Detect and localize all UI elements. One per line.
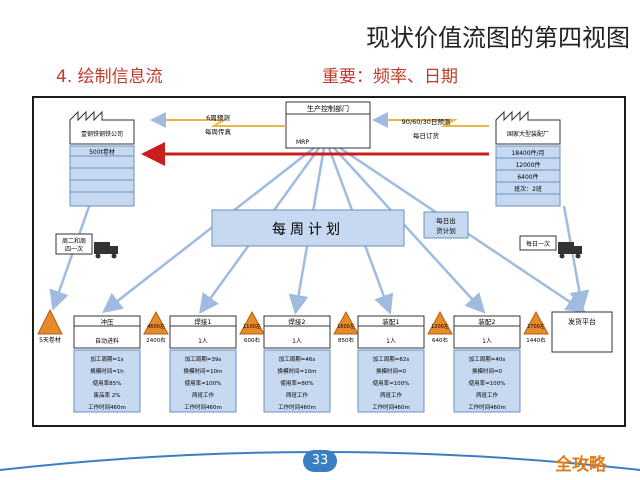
- process-box: 焊接2 1人 加工周期=46s 换模时间=10m 使用率=80% 两班工作 工作…: [263, 315, 331, 413]
- customer-name: 国家大型装配厂: [507, 130, 549, 138]
- process-box: 冲压 自动进料 加工周期=1s 换模时间=1h 使用率85% 废品率 2% 工作…: [73, 315, 141, 413]
- raw-inventory: 5天卷材: [37, 308, 63, 344]
- process-data: 使用率=80%: [280, 379, 313, 387]
- outbound-truck-label: 每日一次: [526, 240, 550, 248]
- process-data: 换模时间=0: [472, 367, 503, 375]
- process-data: 使用率=100%: [469, 379, 506, 387]
- supplier-forecast-line1: 6周预测: [206, 113, 230, 122]
- process-data: 换模时间=10m: [278, 367, 317, 375]
- customer-forecast: 90/60/30日预测 每日订货: [372, 112, 489, 140]
- process-operator: 1人: [292, 338, 302, 345]
- process-data: 使用率85%: [93, 379, 122, 387]
- process-operator: 1人: [198, 338, 208, 345]
- slide-title: 现状价值流图的第四视图: [366, 24, 630, 52]
- process-operator: 自动进料: [95, 337, 119, 345]
- supplier-forecast-line2: 每周传真: [205, 127, 232, 136]
- page-number: 33: [303, 450, 337, 472]
- process-box: 装配1 1人 加工周期=62s 换模时间=0 使用率=100% 两班工作 工作时…: [357, 315, 425, 413]
- customer-factory: 国家大型装配厂 18400件/月 12000件 6400件 班次：2班: [495, 110, 561, 207]
- inventory-bottom: 2400右: [146, 336, 166, 344]
- process-data: 两班工作: [380, 391, 403, 399]
- value-stream-map-canvas: 壹钢铁钢铁公司 500t卷材 生产控制部门 MRP 6周预测 每周传真 90/6…: [37, 101, 613, 413]
- customer-row: 班次：2班: [514, 185, 542, 193]
- process-data: 加工周期=62s: [373, 355, 410, 363]
- process-data: 两班工作: [476, 391, 499, 399]
- process-data: 使用率=100%: [373, 379, 410, 387]
- inventory-bottom: 1440右: [526, 336, 546, 344]
- inbound-truck-line1: 周二和周: [62, 237, 86, 245]
- raw-inventory-label: 5天卷材: [39, 336, 61, 344]
- process-name: 焊接2: [288, 317, 305, 326]
- customer-forecast-line1: 90/60/30日预测: [402, 117, 451, 126]
- inventory-top: 4600左: [147, 323, 165, 330]
- inventory-top: 1600左: [337, 323, 355, 330]
- supplier-stock: 500t卷材: [89, 148, 115, 156]
- process-data: 加工周期=1s: [91, 355, 124, 363]
- process-operator: 1人: [482, 338, 492, 345]
- production-control-box: 生产控制部门 MRP: [285, 101, 371, 149]
- daily-ship-schedule: 每日出 货计划: [423, 211, 469, 239]
- process-data: 工作时间460m: [372, 403, 410, 411]
- process-data: 换模时间=10m: [184, 367, 223, 375]
- process-name: 装配2: [478, 317, 495, 326]
- section-title: 4. 绘制信息流: [56, 67, 163, 87]
- process-data: 使用率=100%: [185, 379, 222, 387]
- process-data: 工作时间460m: [88, 403, 126, 411]
- production-control-label: 生产控制部门: [307, 104, 349, 113]
- daily-ship-line1: 每日出: [436, 216, 456, 225]
- process-data: 两班工作: [192, 391, 215, 399]
- inventory-triangles: 4600左 2400右 1100左 600右 1600左 850右 1200左 …: [143, 310, 549, 344]
- supplier-name: 壹钢铁钢铁公司: [81, 130, 123, 138]
- process-operator: 1人: [386, 338, 396, 345]
- weekly-schedule-label: 每周计划: [272, 222, 344, 238]
- inventory-bottom: 640右: [432, 336, 448, 344]
- inventory-top: 2700左: [527, 323, 545, 330]
- process-boxes: 冲压 自动进料 加工周期=1s 换模时间=1h 使用率85% 废品率 2% 工作…: [73, 315, 521, 413]
- supplier-forecast: 6周预测 每周传真: [150, 112, 286, 136]
- process-data: 换模时间=1h: [90, 367, 124, 375]
- process-name: 冲压: [101, 317, 115, 326]
- inventory-bottom: 850右: [338, 336, 354, 344]
- shipping-label: 发货平台: [568, 317, 596, 326]
- inventory-triangle: 4600左 2400右: [143, 310, 169, 344]
- process-data: 两班工作: [286, 391, 309, 399]
- process-data: 换模时间=0: [376, 367, 407, 375]
- process-name: 焊接1: [194, 317, 211, 326]
- inventory-triangle: 1200左 640右: [427, 310, 453, 344]
- process-box: 装配2 1人 加工周期=40s 换模时间=0 使用率=100% 两班工作 工作时…: [453, 315, 521, 413]
- customer-row: 12000件: [515, 161, 540, 169]
- inventory-bottom: 600右: [244, 336, 260, 344]
- inbound-truck-line2: 四一次: [65, 245, 83, 253]
- inventory-triangle: 1100左 600右: [239, 310, 265, 344]
- process-data: 加工周期=46s: [279, 355, 316, 363]
- process-data: 加工周期=40s: [469, 355, 506, 363]
- mrp-label: MRP: [296, 139, 309, 146]
- supplier-factory: 壹钢铁钢铁公司 500t卷材: [69, 110, 135, 207]
- customer-forecast-line2: 每日订货: [413, 131, 440, 140]
- inventory-top: 1200左: [431, 323, 449, 330]
- weekly-schedule-box: 每周计划: [211, 209, 405, 247]
- customer-row: 6400件: [517, 173, 538, 181]
- value-stream-map: 壹钢铁钢铁公司 500t卷材 生产控制部门 MRP 6周预测 每周传真 90/6…: [32, 96, 626, 427]
- process-box: 焊接1 1人 加工周期=39s 换模时间=10m 使用率=100% 两班工作 工…: [169, 315, 237, 413]
- shipping-dock: 发货平台: [551, 311, 613, 353]
- process-name: 装配1: [382, 317, 399, 326]
- outbound-truck: 每日一次: [519, 235, 582, 259]
- inventory-triangle: 2700左 1440右: [523, 310, 549, 344]
- daily-ship-line2: 货计划: [436, 226, 456, 235]
- watermark-logo: 全攻略: [555, 455, 606, 475]
- process-data: 工作时间460m: [468, 403, 506, 411]
- process-data: 加工周期=39s: [185, 355, 222, 363]
- process-data: 工作时间460m: [184, 403, 222, 411]
- inbound-truck: 周二和周 四一次: [55, 233, 118, 259]
- inventory-triangle: 1600左 850右: [333, 310, 359, 344]
- process-data: 工作时间460m: [278, 403, 316, 411]
- process-data: 废品率 2%: [94, 391, 121, 399]
- slide-subtitle: 重要：频率、日期: [322, 67, 458, 87]
- inventory-top: 1100左: [243, 323, 261, 330]
- customer-row: 18400件/月: [511, 149, 544, 157]
